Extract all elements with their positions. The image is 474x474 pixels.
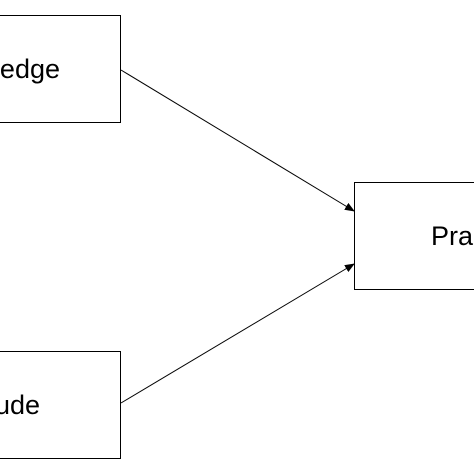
node-practice: Pra — [354, 182, 474, 290]
node-practice-label: Pra — [431, 220, 474, 251]
node-knowledge-label: edge — [0, 53, 60, 84]
node-attitude-label: ude — [0, 389, 40, 420]
node-knowledge: edge — [0, 15, 121, 123]
node-attitude: ude — [0, 351, 121, 459]
edge-attitude-to-practice — [120, 263, 355, 404]
edge-knowledge-to-practice — [120, 69, 355, 212]
